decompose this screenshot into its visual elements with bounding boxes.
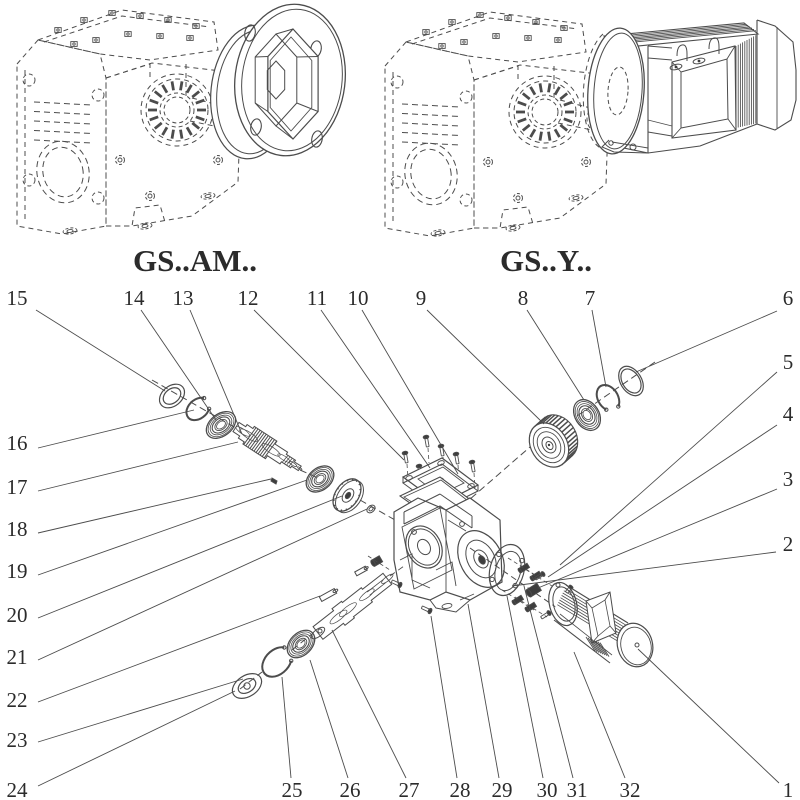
- svg-text:4: 4: [783, 402, 794, 426]
- svg-text:14: 14: [124, 286, 146, 310]
- svg-text:19: 19: [7, 559, 28, 583]
- svg-text:9: 9: [416, 286, 427, 310]
- svg-text:23: 23: [7, 728, 28, 752]
- svg-text:11: 11: [307, 286, 327, 310]
- svg-text:32: 32: [620, 778, 641, 800]
- svg-text:15: 15: [7, 286, 28, 310]
- svg-text:GS..Y..: GS..Y..: [500, 243, 592, 278]
- svg-text:13: 13: [173, 286, 194, 310]
- svg-text:5: 5: [783, 350, 794, 374]
- svg-text:31: 31: [567, 778, 588, 800]
- svg-text:29: 29: [492, 778, 513, 800]
- svg-text:10: 10: [348, 286, 369, 310]
- svg-text:7: 7: [585, 286, 596, 310]
- svg-text:16: 16: [7, 431, 28, 455]
- svg-text:22: 22: [7, 688, 28, 712]
- svg-text:3: 3: [783, 467, 794, 491]
- svg-text:17: 17: [7, 475, 28, 499]
- svg-text:27: 27: [399, 778, 420, 800]
- svg-text:24: 24: [7, 778, 29, 800]
- svg-text:1: 1: [783, 778, 794, 800]
- svg-text:30: 30: [537, 778, 558, 800]
- svg-text:6: 6: [783, 286, 794, 310]
- svg-text:25: 25: [282, 778, 303, 800]
- svg-text:18: 18: [7, 517, 28, 541]
- svg-text:12: 12: [238, 286, 259, 310]
- svg-text:GS..AM..: GS..AM..: [133, 243, 257, 278]
- svg-text:8: 8: [518, 286, 529, 310]
- svg-text:20: 20: [7, 603, 28, 627]
- svg-text:21: 21: [7, 645, 28, 669]
- svg-text:2: 2: [783, 532, 794, 556]
- svg-text:26: 26: [340, 778, 361, 800]
- svg-text:28: 28: [450, 778, 471, 800]
